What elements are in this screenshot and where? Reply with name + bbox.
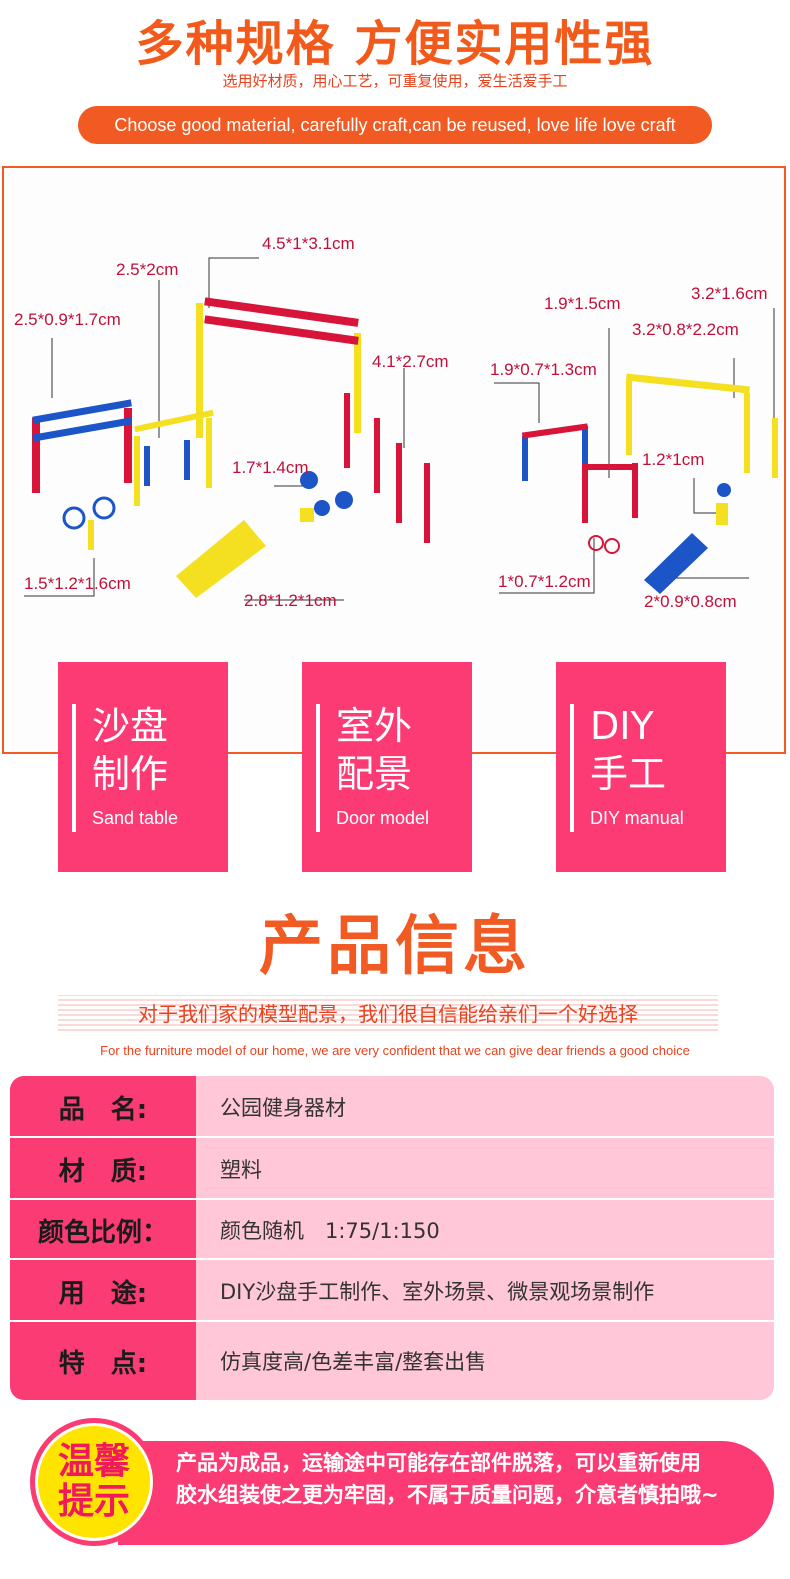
card-title-line1: 沙盘 xyxy=(92,704,169,748)
dimension-label: 1.7*1.4cm xyxy=(232,458,309,477)
card-title-line2: 制作 xyxy=(92,752,169,796)
row-divider xyxy=(10,1320,774,1322)
card-subtitle: Door model xyxy=(336,808,430,828)
spec-value: 颜色随机 1:75/1:150 xyxy=(220,1219,440,1243)
spec-value: 公园健身器材 xyxy=(220,1096,346,1120)
card-subtitle: DIY manual xyxy=(590,808,684,828)
card-subtitle: Sand table xyxy=(92,808,179,828)
card-title-line2: 手工 xyxy=(590,752,667,796)
tip-badge: 温馨 提示 xyxy=(30,1418,158,1546)
equipment-illustration xyxy=(24,257,778,601)
card-bar xyxy=(316,704,320,832)
table-row: 用 途: DIY沙盘手工制作、室外场景、微景观场景制作 xyxy=(10,1260,774,1322)
row-divider xyxy=(10,1198,774,1200)
spec-key: 品 名: xyxy=(10,1076,196,1138)
page-title: 多种规格 方便实用性强 xyxy=(135,16,655,72)
dimension-label: 2.5*2cm xyxy=(116,260,179,279)
spec-key: 用 途: xyxy=(10,1260,196,1322)
feature-card-sand-table: 沙盘 制作 Sand table xyxy=(58,662,228,872)
table-row: 特 点: 仿真度高/色差丰富/整套出售 xyxy=(10,1322,774,1400)
spec-key: 材 质: xyxy=(10,1138,196,1200)
card-bar xyxy=(570,704,574,832)
dimension-label: 4.5*1*3.1cm xyxy=(262,234,355,253)
header-subtitle: 选用好材质，用心工艺，可重复使用，爱生活爱手工 xyxy=(222,72,568,90)
dimension-label: 1.2*1cm xyxy=(642,450,705,469)
dimension-label: 1*0.7*1.2cm xyxy=(498,572,591,591)
tip-line1: 产品为成品，运输途中可能存在部件脱落，可以重新使用 xyxy=(176,1451,701,1475)
feature-card-door-model: 室外 配景 Door model xyxy=(302,662,472,872)
card-title: DIY 手工 xyxy=(590,702,666,798)
row-divider xyxy=(10,1136,774,1138)
table-row: 材 质: 塑料 xyxy=(10,1138,774,1200)
product-photo: 4.5*1*3.1cm 2.5*2cm 2.5*0.9*1.7cm 4.1*2.… xyxy=(2,166,786,754)
tip-badge-line2: 提示 xyxy=(57,1481,130,1522)
dimension-label: 4.1*2.7cm xyxy=(372,352,449,371)
card-title: 沙盘 制作 xyxy=(92,702,168,798)
feature-card-diy-manual: DIY 手工 DIY manual xyxy=(556,662,726,872)
horizontal-ladder-small xyxy=(32,399,132,493)
info-subtitle: 对于我们家的模型配景，我们很自信能给亲们一个好选择 xyxy=(138,1002,638,1026)
table-row: 颜色比例： 颜色随机 1:75/1:150 xyxy=(10,1200,774,1260)
dimension-label: 2.8*1.2*1cm xyxy=(244,591,337,610)
info-title: 产品信息 xyxy=(259,910,531,984)
spec-key: 颜色比例： xyxy=(10,1200,196,1260)
header-pill: Choose good material, carefully craft,ca… xyxy=(78,106,712,144)
dimension-label: 2*0.9*0.8cm xyxy=(644,592,737,611)
row-divider xyxy=(10,1258,774,1260)
card-bar xyxy=(72,704,76,832)
card-title-line1: DIY xyxy=(590,704,654,748)
info-subtitle-background xyxy=(58,995,718,1031)
spec-value: DIY沙盘手工制作、室外场景、微景观场景制作 xyxy=(220,1280,655,1304)
dimension-label: 1.9*1.5cm xyxy=(544,294,621,313)
tip-line2: 胶水组装使之更为牢固，不属于质量问题，介意者慎拍哦~ xyxy=(176,1483,719,1507)
dimension-label: 2.5*0.9*1.7cm xyxy=(14,310,121,329)
dimension-label: 3.2*0.8*2.2cm xyxy=(632,320,739,339)
tip-badge-line1: 温馨 xyxy=(57,1441,130,1482)
dimension-label: 3.2*1.6cm xyxy=(691,284,768,303)
spec-value: 塑料 xyxy=(220,1158,262,1182)
spec-key: 特 点: xyxy=(10,1322,196,1400)
card-title-line2: 配景 xyxy=(336,752,413,796)
dimension-label: 1.9*0.7*1.3cm xyxy=(490,360,597,379)
card-title-line1: 室外 xyxy=(336,704,413,748)
card-title: 室外 配景 xyxy=(336,702,412,798)
spec-table: 品 名: 公园健身器材 材 质: 塑料 颜色比例： 颜色随机 1:75/1:15… xyxy=(10,1076,774,1400)
spec-value: 仿真度高/色差丰富/整套出售 xyxy=(220,1350,487,1374)
table-row: 品 名: 公园健身器材 xyxy=(10,1076,774,1138)
info-subtitle-en: For the furniture model of our home, we … xyxy=(100,1043,690,1058)
tip-text: 产品为成品，运输途中可能存在部件脱落，可以重新使用 胶水组装使之更为牢固，不属于… xyxy=(176,1447,719,1511)
dimension-label: 1.5*1.2*1.6cm xyxy=(24,574,131,593)
tip-banner xyxy=(118,1441,774,1545)
